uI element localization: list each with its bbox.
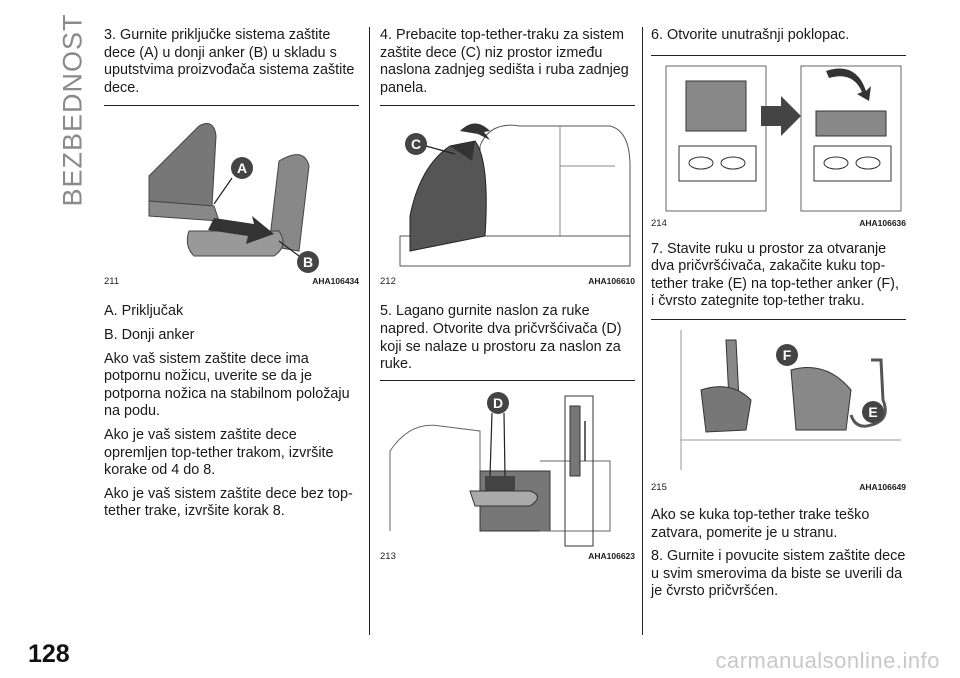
step-8-text: 8. Gurnite i povucite sistem zaštite dec… <box>651 548 906 600</box>
inner-cover-illustration <box>665 65 902 212</box>
figure-caption: 211 AHA106434 <box>104 276 359 289</box>
label-e-marker <box>862 400 884 423</box>
column-3: 6. Otvorite unutrašnji poklopac. 214 AHA… <box>651 27 906 607</box>
figure-code: AHA106649 <box>859 481 906 492</box>
paragraph: Ako se kuka top-tether trake teško zatva… <box>651 506 870 541</box>
label-b-marker <box>297 251 319 274</box>
label-b: B <box>303 254 313 270</box>
figure-caption: 213 AHA106623 <box>380 551 635 564</box>
column-2: 4. Prebacite top-tether-traku za sistem … <box>380 27 635 564</box>
paragraph: Ako je vaš sistem zaštite dece opremljen… <box>104 426 334 479</box>
step-7-text: 7. Stavite ruku u prostor za otvaranje d… <box>651 240 899 310</box>
figure-code: AHA106434 <box>312 276 359 287</box>
label-d-marker <box>487 391 509 414</box>
label-f: F <box>783 347 792 363</box>
figure-code: AHA106623 <box>588 550 635 561</box>
label-c: C <box>411 136 421 152</box>
armrest-fastener-illustration: D <box>389 391 611 547</box>
figure-code: AHA106610 <box>588 276 635 287</box>
figure-number: 214 <box>651 217 667 229</box>
figure-number: 212 <box>380 276 396 288</box>
step-3-text: 3. Gurnite priključke sistema zaštite de… <box>104 27 355 96</box>
figure-number: 211 <box>104 276 120 288</box>
page-number: 128 <box>28 640 70 668</box>
column-divider <box>642 27 643 635</box>
tether-strap-illustration: C <box>399 123 631 267</box>
paragraph: Ako je vaš sistem zaštite dece bez top-t… <box>104 485 353 520</box>
legend-item-a: A. Priključak <box>104 303 184 320</box>
label-a: A <box>237 160 247 176</box>
section-title: BEZBEDNOST <box>57 13 88 207</box>
column-1: 3. Gurnite priključke sistema zaštite de… <box>104 27 359 527</box>
label-e: E <box>868 404 877 420</box>
paragraph: Ako vaš sistem zaštite dece ima potpornu… <box>104 350 350 420</box>
figure-211: A B 211 AHA106434 <box>104 105 359 289</box>
label-d: D <box>493 395 503 411</box>
label-a-marker <box>231 157 253 180</box>
tether-anchor-illustration: F E <box>680 329 901 470</box>
figure-caption: 212 AHA106610 <box>380 276 635 289</box>
figure-caption: 214 AHA106636 <box>651 218 906 231</box>
legend-item-b: B. Donji anker <box>104 326 195 343</box>
step-4-text: 4. Prebacite top-tether-traku za sistem … <box>380 27 629 96</box>
label-c-marker <box>405 133 427 156</box>
figure-215: F E 215 AHA106649 <box>651 318 906 495</box>
figure-caption: 215 AHA106649 <box>651 482 906 495</box>
figure-212: C 212 AHA106610 <box>380 105 635 289</box>
figure-code: AHA106636 <box>859 217 906 228</box>
watermark: carmanualsonline.info <box>715 648 940 673</box>
step-5-text: 5. Lagano gurnite naslon za ruke napred.… <box>380 303 622 373</box>
step-6-text: 6. Otvorite unutrašnji poklopac. <box>651 27 850 43</box>
figure-214: 214 AHA106636 <box>651 54 906 231</box>
figure-number: 213 <box>380 550 396 562</box>
column-divider <box>369 27 370 635</box>
figure-number: 215 <box>651 481 667 493</box>
figure-213: D 213 AHA106623 <box>380 379 635 564</box>
child-seat-anchor-illustration: A B <box>148 123 319 274</box>
label-f-marker <box>776 343 798 366</box>
